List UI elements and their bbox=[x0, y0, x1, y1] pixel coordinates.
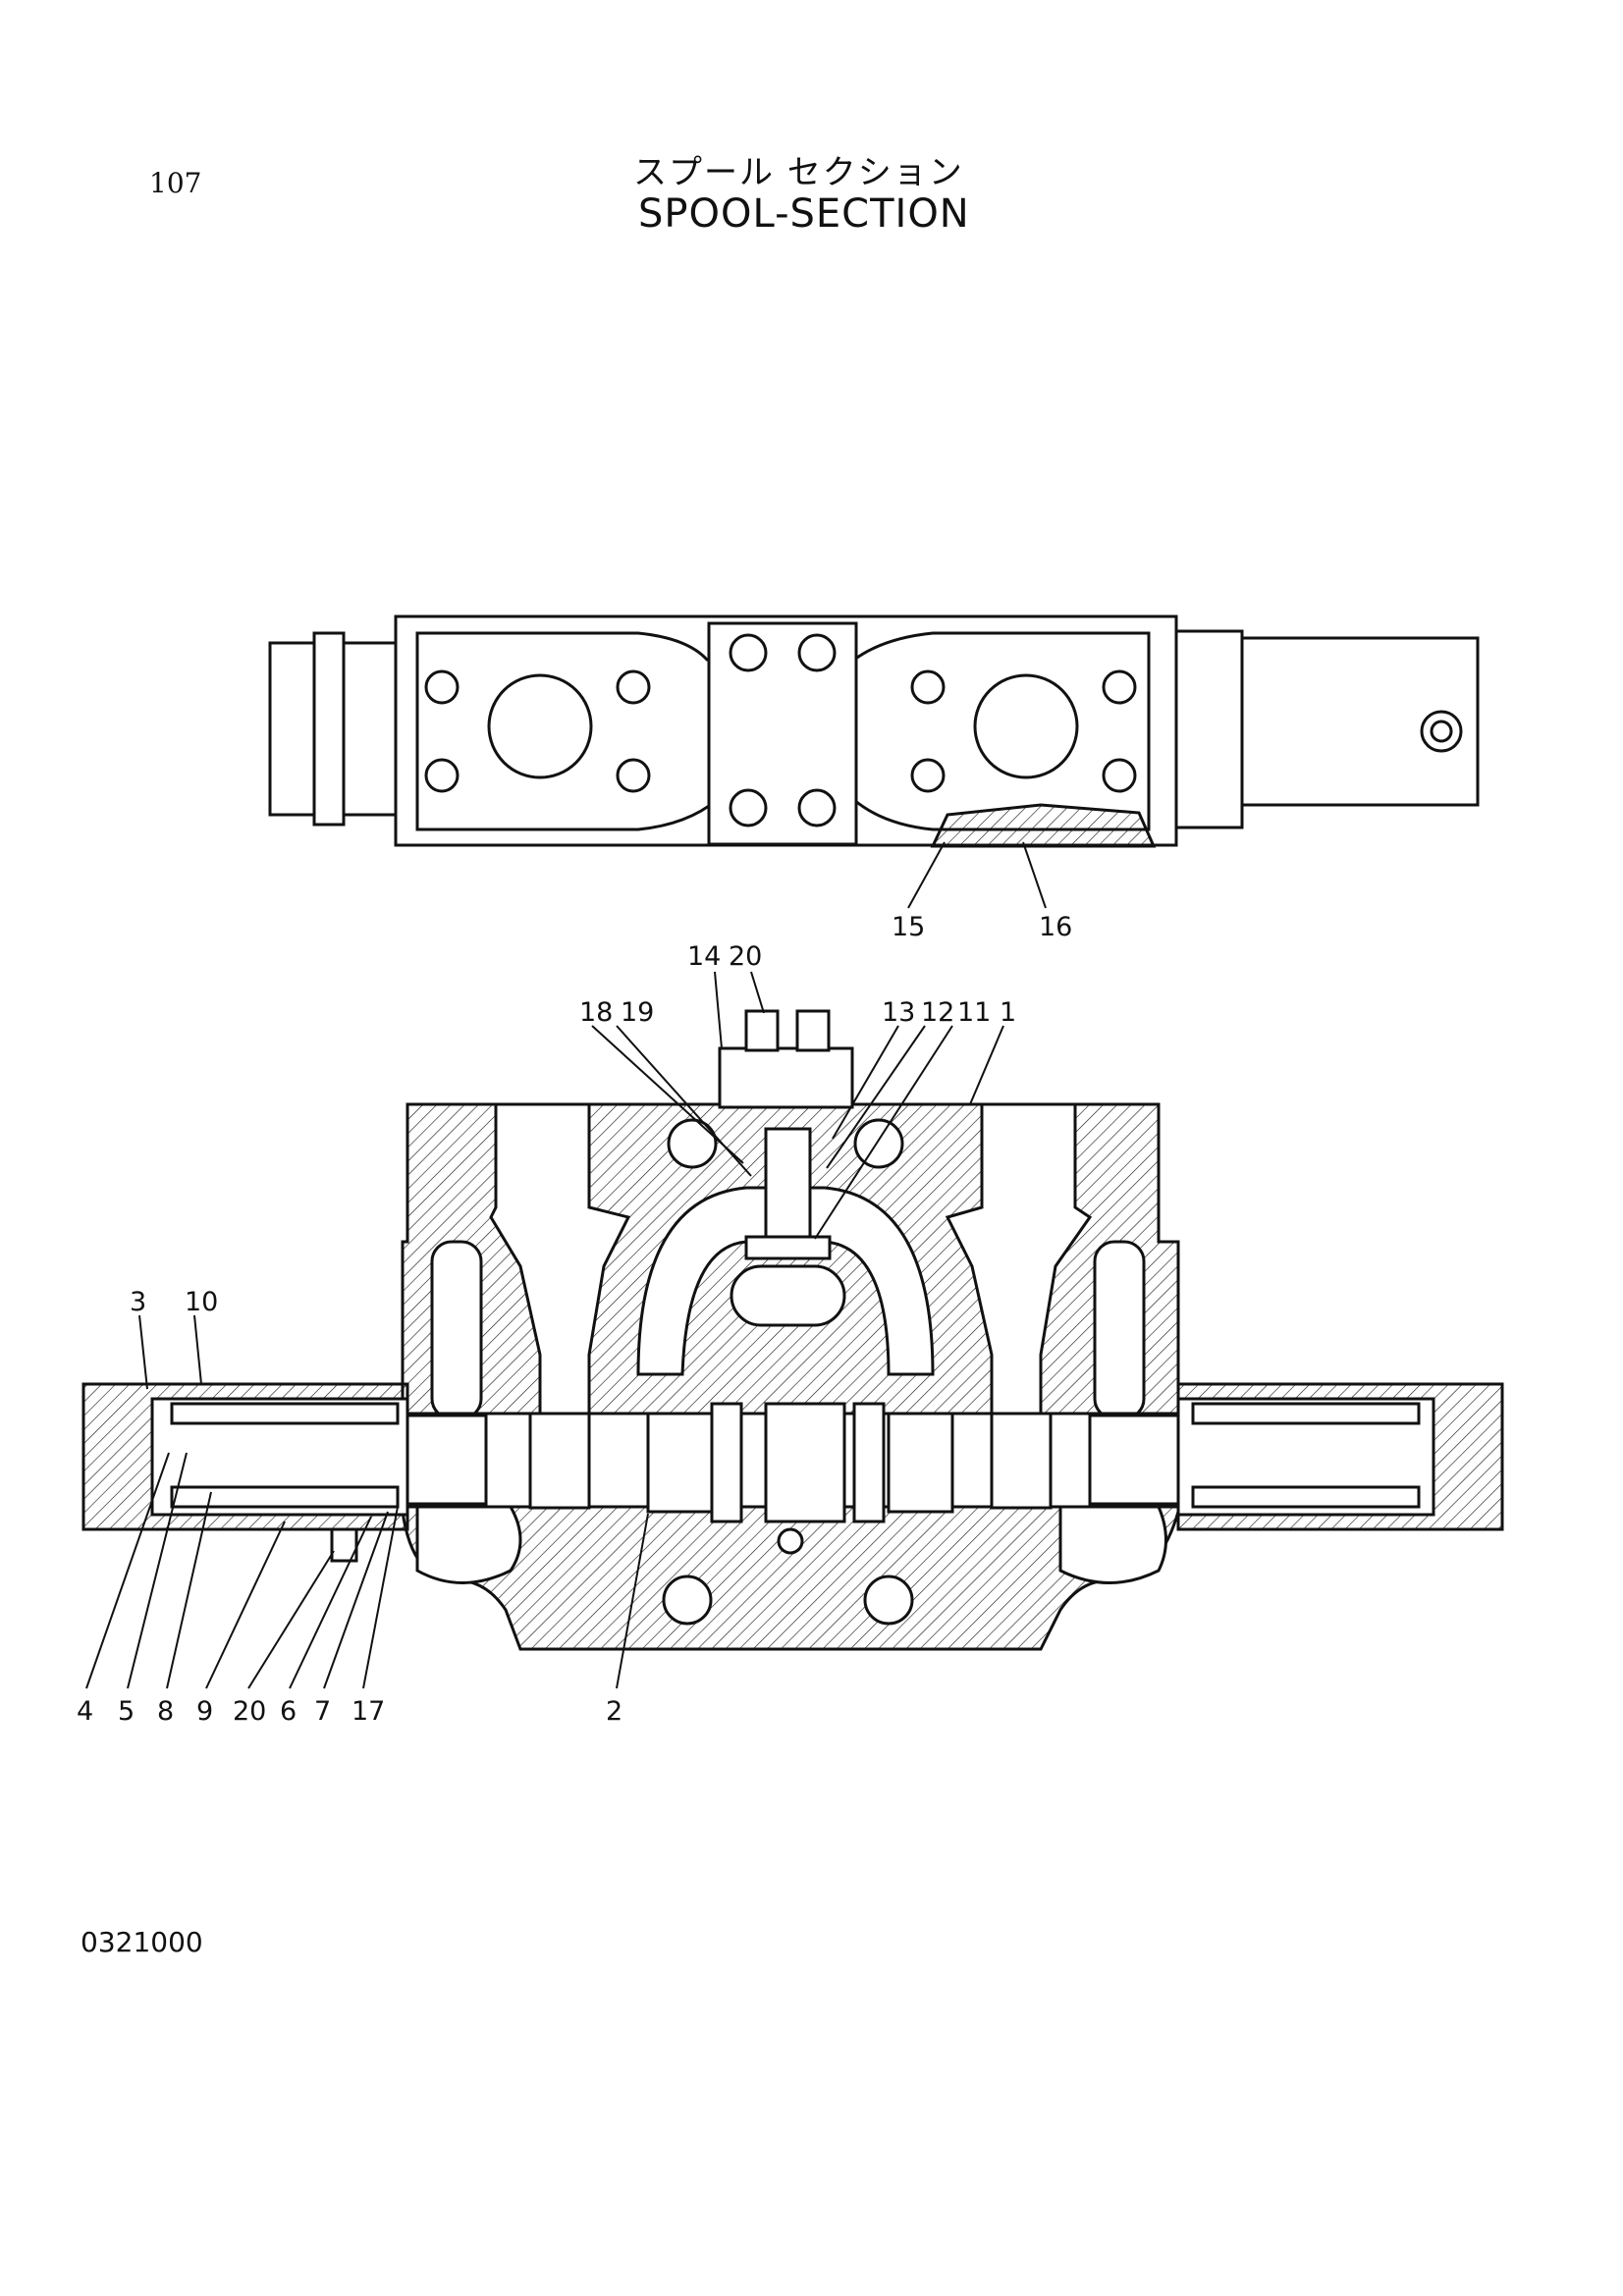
callout-8: 8 bbox=[157, 1696, 174, 1727]
callout-10: 10 bbox=[185, 1287, 218, 1317]
callout-15: 15 bbox=[892, 912, 925, 942]
callout-numbers: 15 16 14 20 18 19 13 12 11 1 3 10 4 5 8 … bbox=[77, 912, 1072, 1727]
callout-9: 9 bbox=[196, 1696, 213, 1727]
callout-12: 12 bbox=[921, 997, 954, 1028]
callout-5: 5 bbox=[118, 1696, 135, 1727]
callout-2: 2 bbox=[606, 1696, 622, 1727]
section-view bbox=[81, 1009, 1504, 1651]
callout-16: 16 bbox=[1039, 912, 1072, 942]
callout-4: 4 bbox=[77, 1696, 93, 1727]
title-japanese: スプール セクション bbox=[633, 153, 964, 192]
callout-6: 6 bbox=[280, 1696, 297, 1727]
top-view bbox=[268, 614, 1480, 848]
callout-11: 11 bbox=[957, 997, 991, 1028]
callout-1: 1 bbox=[1000, 997, 1016, 1028]
callout-19: 19 bbox=[621, 997, 654, 1028]
callout-20-top: 20 bbox=[729, 941, 762, 972]
callout-20-bottom: 20 bbox=[233, 1696, 266, 1727]
drawing-code: 0321000 bbox=[81, 1926, 203, 1958]
callout-18: 18 bbox=[579, 997, 613, 1028]
callout-17: 17 bbox=[352, 1696, 385, 1727]
callout-13: 13 bbox=[882, 997, 915, 1028]
callout-14: 14 bbox=[687, 941, 721, 972]
callout-3: 3 bbox=[130, 1287, 146, 1317]
callout-7: 7 bbox=[314, 1696, 331, 1727]
leader-lines bbox=[85, 841, 1047, 1689]
page-number: 107 bbox=[149, 167, 202, 199]
title-english: SPOOL-SECTION bbox=[638, 191, 970, 237]
